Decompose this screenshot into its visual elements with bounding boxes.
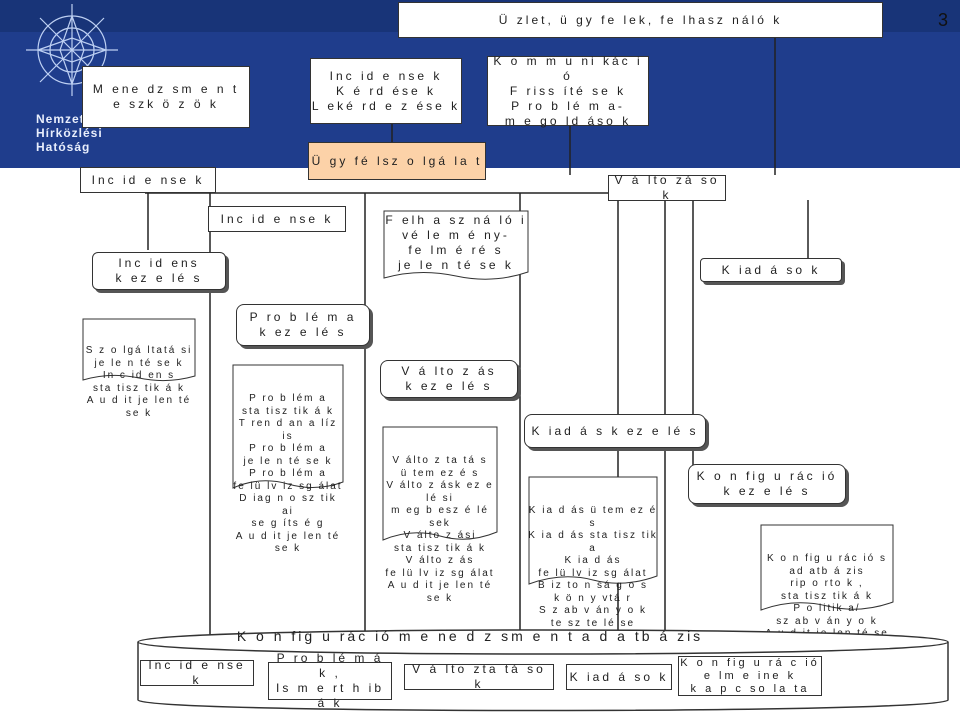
management-tools-box: M ene dz sm e n t e szk ö z ö k (82, 66, 250, 128)
problem-reports-doc: P ro b lém a sta tisz tik á k T ren d an… (232, 364, 344, 554)
slide-number: 3 (937, 10, 948, 30)
release-reports-doc: K ia d ás ü tem ez é s K ia d ás sta tis… (528, 476, 658, 654)
db-releases-box: K iad á so k (566, 664, 672, 690)
service-desk-box[interactable]: Ü gy fé lsz o lgá la t (308, 142, 486, 180)
cmdb-title: K o n fig u rác ió m e ne d z sm e n t a… (236, 628, 704, 644)
logo: Nemzeti Hírközlési Hatóság (0, 0, 150, 168)
problem-reports-label: P ro b lém a sta tisz tik á k T ren d an… (233, 393, 343, 554)
incidents-questions-box: Inc id e nse k K é rd ése k L eké rd e z… (310, 58, 462, 124)
releases-box: K iad á so k (700, 258, 842, 282)
logo-star-icon (26, 4, 118, 96)
release-management-box[interactable]: K iad á s k ez e lé s (524, 414, 706, 448)
service-reports-label: S z o lgá ltatá si je le n té se k In c … (85, 345, 193, 419)
changes-box: V á lto zá so k (608, 173, 726, 202)
config-reports-doc: K o n fig u rác ió s ad atb á zis rip o … (760, 524, 894, 652)
incident-management-box[interactable]: Inc id ens k ez e lé s (92, 252, 226, 290)
change-reports-label: V álto z ta tá s ü tem ez é s V álto z á… (385, 455, 495, 604)
business-customers-users-box: Ü zlet, ü gy fe lek, fe lhasz náló k (398, 2, 883, 38)
db-incidents-box: Inc id e nse k (140, 658, 254, 687)
user-feedback-doc: F elh a sz ná ló i vé le m é ny- fe lm é… (383, 210, 529, 280)
logo-line-1: Nemzeti (36, 112, 90, 126)
db-problems-box: P ro b lé m á k , Is m e rt h ib á k (268, 651, 392, 710)
incidents-box-mid: Inc id e nse k (208, 206, 346, 232)
db-changes-box: V á lto zta tá so k (404, 662, 554, 691)
db-config-items-box: K o n fig u rá c ió e lm e ine k k a p c… (678, 656, 822, 696)
problem-management-box[interactable]: P ro b lé m a k ez e lé s (236, 304, 370, 346)
change-reports-doc: V álto z ta tá s ü tem ez é s V álto z á… (382, 426, 498, 604)
communication-box: K o m m u ni kác i ó F riss íté se k P r… (487, 54, 649, 128)
user-feedback-label: F elh a sz ná ló i vé le m é ny- fe lm é… (385, 213, 527, 272)
incidents-box-left: Inc id e nse k (80, 167, 216, 193)
logo-line-3: Hatóság (36, 140, 91, 154)
service-reports-doc: S z o lgá ltatá si je le n té se k In c … (82, 318, 196, 419)
logo-line-2: Hírközlési (36, 126, 103, 140)
change-management-box[interactable]: V á lto z ás k ez e lé s (380, 360, 518, 398)
config-management-box[interactable]: K o n fig u rác ió k ez e lé s (688, 464, 846, 504)
